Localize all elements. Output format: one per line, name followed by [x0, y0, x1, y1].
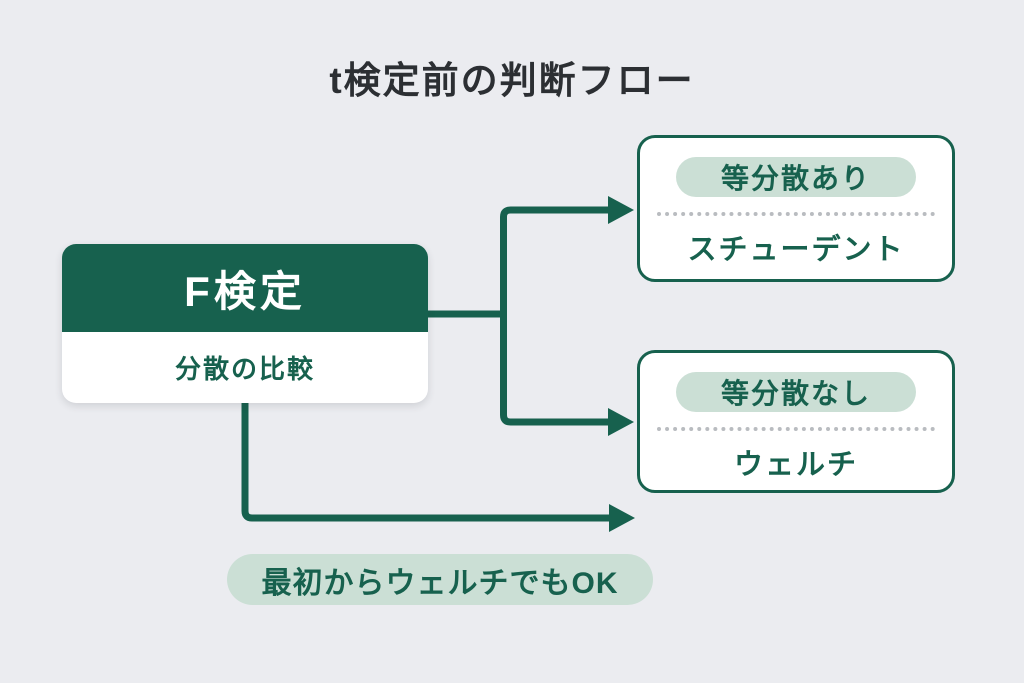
- outcome-label-welch: ウェルチ: [733, 449, 858, 481]
- connector-bypass: [241, 400, 610, 522]
- condition-badge-equal-variance: 等分散あり: [676, 157, 916, 197]
- node-f-test-subtitle: 分散の比較: [174, 354, 315, 384]
- arrowhead-student: [608, 196, 634, 224]
- connector-branch-down: [500, 314, 609, 426]
- page-title: t検定前の判断フロー: [329, 60, 695, 101]
- node-f-test-body: 分散の比較: [62, 332, 428, 403]
- node-welch: 等分散なし ウェルチ: [637, 350, 955, 493]
- arrowhead-welch: [608, 408, 634, 436]
- note-welch-ok-badge: 最初からウェルチでもOK: [227, 554, 653, 605]
- node-f-test-header: F検定: [62, 244, 428, 332]
- outcome-label-student: スチューデント: [687, 234, 905, 266]
- node-f-test-title: F検定: [184, 267, 306, 315]
- node-student: 等分散あり スチューデント: [637, 135, 955, 282]
- dotted-divider: [657, 212, 935, 216]
- condition-badge-unequal-variance: 等分散なし: [676, 372, 916, 412]
- connector-branch-up: [500, 206, 609, 314]
- dotted-divider: [657, 427, 935, 431]
- node-f-test: F検定 分散の比較: [62, 244, 428, 403]
- arrowhead-bypass: [609, 504, 635, 532]
